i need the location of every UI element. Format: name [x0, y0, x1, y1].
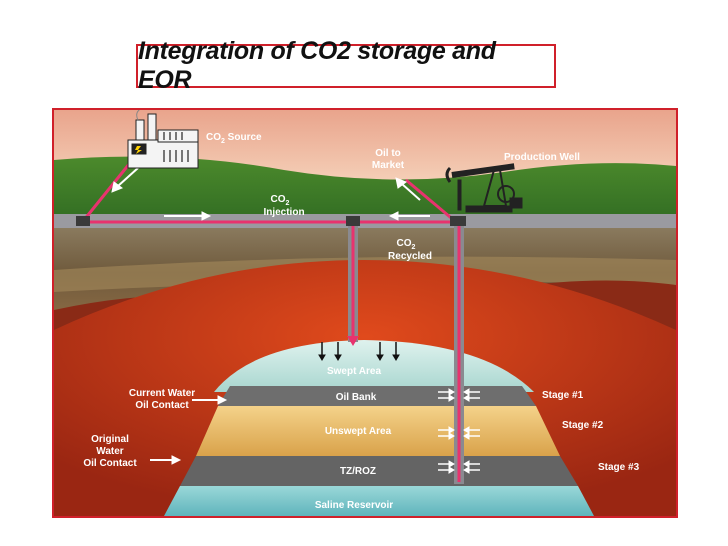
diagram-panel: CO2 Source Oil to Market Production Well…: [52, 108, 678, 518]
co2-source-label: CO2 Source: [206, 132, 262, 145]
tz-roz-label: TZ/ROZ: [340, 466, 376, 477]
eor-diagram: CO2 Source Oil to Market Production Well…: [54, 110, 676, 516]
oil-pipeline: [405, 178, 457, 224]
power-plant-icon: [127, 110, 199, 169]
recycled-label: Recycled: [388, 251, 432, 262]
stage3-label: Stage #3: [598, 462, 640, 473]
injection-label: Injection: [263, 207, 304, 218]
page-title: Integration of CO2 storage and EOR: [138, 37, 496, 94]
flow-arrow-icon: [111, 167, 430, 465]
saline-reservoir-layer: [164, 486, 594, 516]
unswept-area-layer: [196, 406, 560, 456]
water-label: Water: [96, 446, 124, 457]
co2-injection-label: CO2: [271, 194, 290, 207]
pump-jack-icon: [445, 163, 523, 213]
inflow-arrows-icon: [438, 388, 480, 474]
oil-contact-label-1: Oil Contact: [135, 400, 189, 411]
production-well-label: Production Well: [504, 152, 580, 163]
saline-reservoir-label: Saline Reservoir: [315, 500, 393, 511]
title-box: Integration of CO2 storage and EOR: [136, 37, 556, 94]
stage1-label: Stage #1: [542, 390, 584, 401]
pipe-joint: [450, 216, 466, 226]
original-label: Original: [91, 434, 129, 445]
oil-contact-label-2: Oil Contact: [83, 458, 137, 469]
co2-recycled-label: CO2: [397, 238, 416, 251]
pipe-joint: [346, 216, 360, 226]
oil-bank-label: Oil Bank: [336, 392, 377, 403]
source-pipeline: [82, 157, 136, 221]
swept-area-label: Swept Area: [327, 366, 382, 377]
oil-to-label: Oil to: [375, 148, 401, 159]
market-label: Market: [372, 160, 405, 171]
current-water-label: Current Water: [129, 388, 195, 399]
grass-hills: [54, 156, 676, 228]
stage2-label: Stage #2: [562, 420, 604, 431]
tz-roz-layer: [180, 456, 578, 486]
injection-arrow-icon: [347, 336, 359, 346]
pipe-joint: [76, 216, 90, 226]
sweep-arrows-icon: [318, 342, 400, 361]
oil-bank-layer: [218, 386, 536, 406]
unswept-area-label: Unswept Area: [325, 426, 392, 437]
